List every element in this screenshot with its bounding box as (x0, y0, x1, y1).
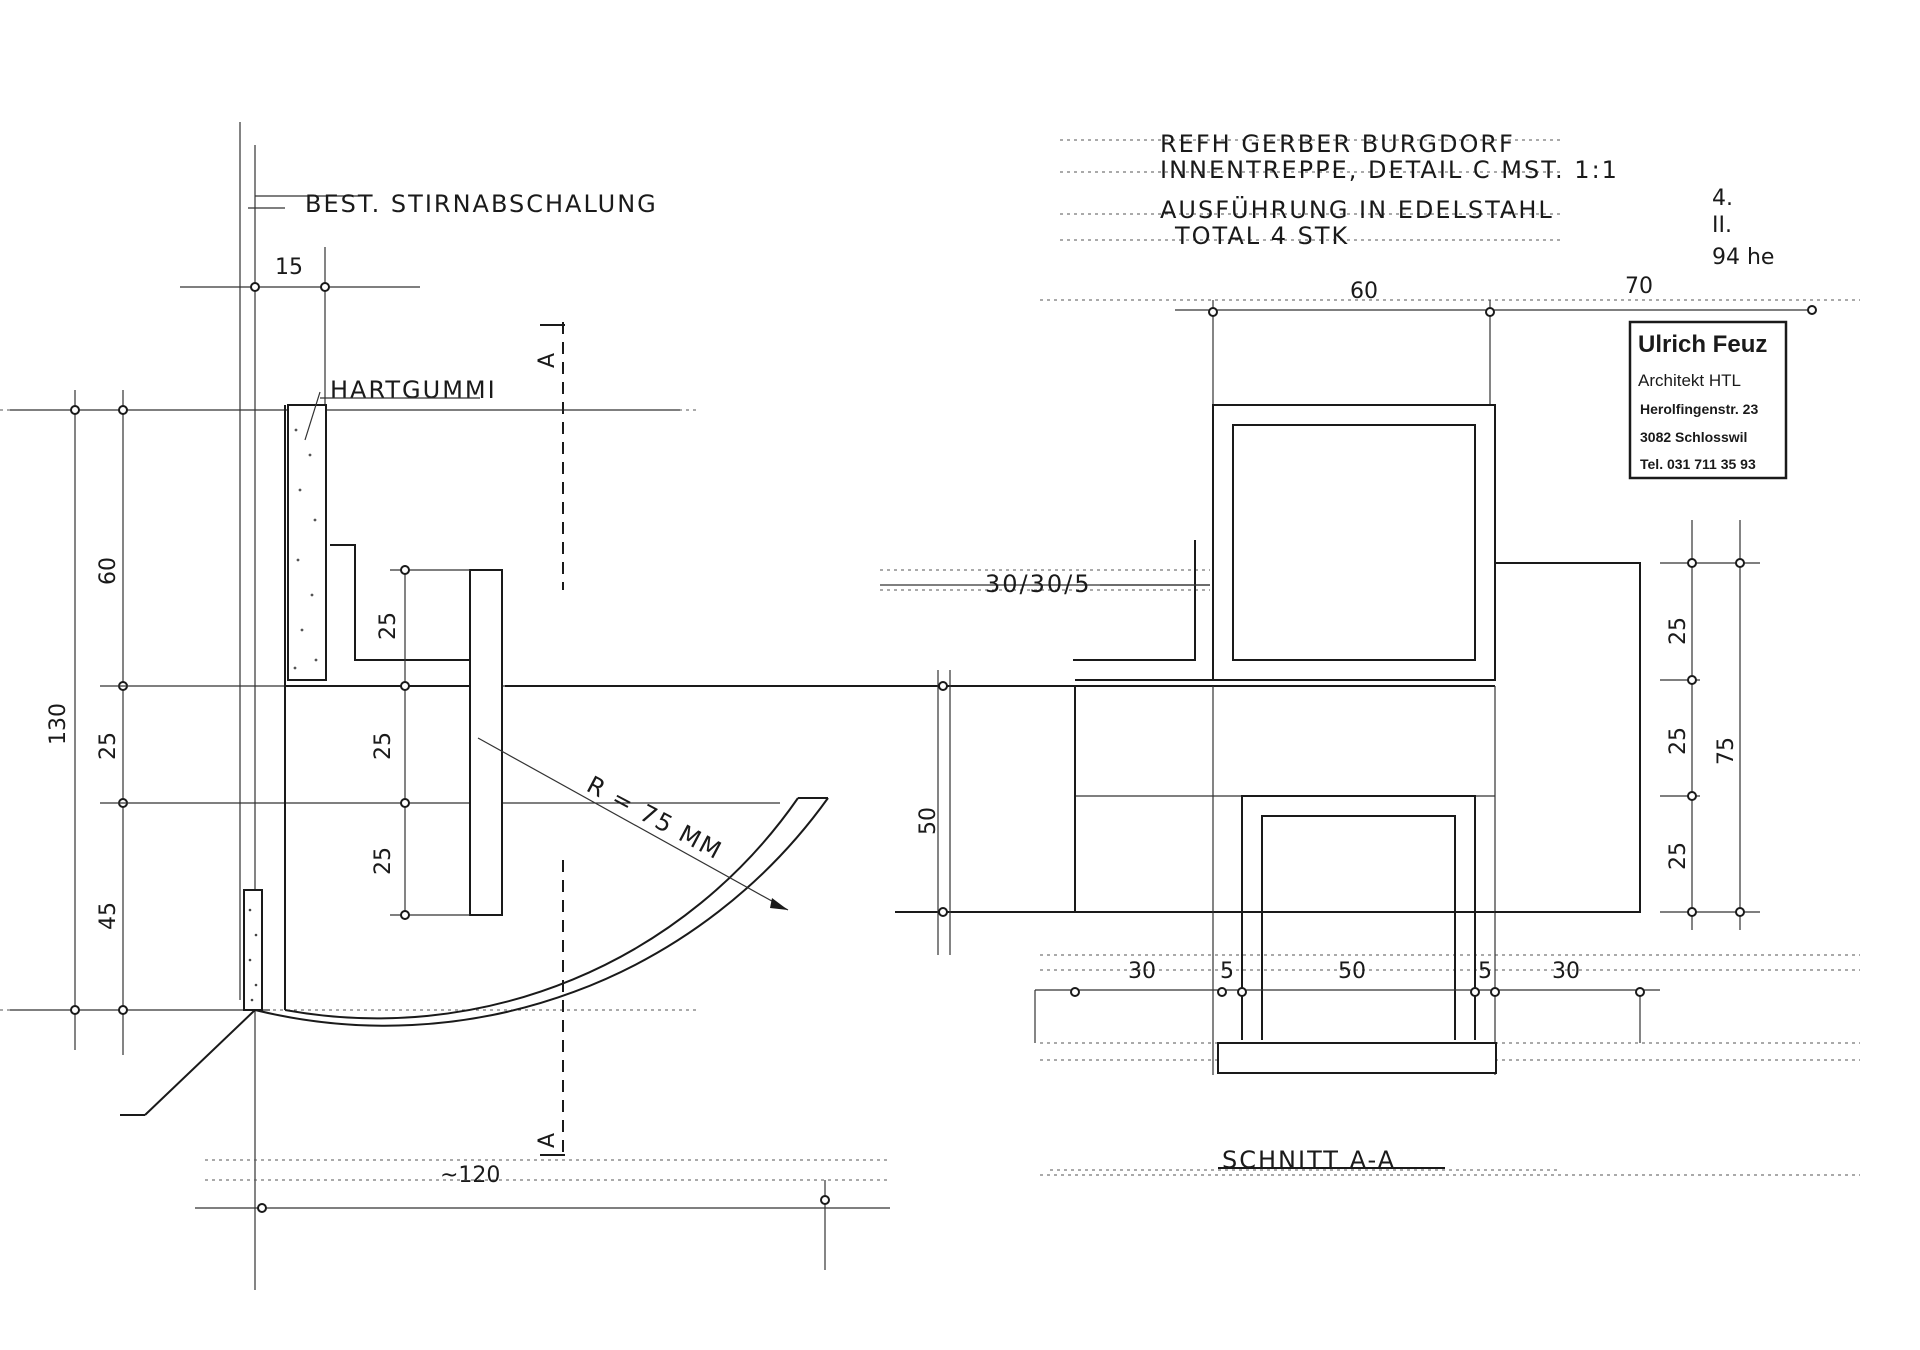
dim-top-15: 15 (275, 255, 303, 280)
label-hard-rubber: HARTGUMMI (330, 376, 497, 404)
label-profile: 30/30/5 (985, 570, 1092, 598)
dim-right-25a: 25 (1666, 617, 1691, 645)
dim-left-total: 130 (46, 703, 71, 745)
title-material: AUSFÜHRUNG IN EDELSTAHL (1160, 195, 1554, 224)
label-existing-fascia: BEST. STIRNABSCHALUNG (305, 190, 658, 218)
plan-detail: 130 60 25 45 BEST. STIRNABSCHALUNG 15 HA… (0, 122, 890, 1290)
title-detail: INNENTREPPE, DETAIL C MST. 1:1 (1160, 156, 1619, 184)
section-mark-a-bottom: A (535, 1133, 560, 1148)
title-project: REFH GERBER BURGDORF (1160, 130, 1515, 158)
dim-mid-25b: 25 (371, 732, 396, 760)
dim-mid-25a: 25 (376, 612, 401, 640)
label-radius: R = 75 MM (582, 771, 727, 866)
dim-sec-30b: 30 (1552, 959, 1580, 984)
dim-right-25c: 25 (1666, 842, 1691, 870)
stamp-profession: Architekt HTL (1638, 371, 1741, 390)
date-day: 4. (1712, 186, 1733, 211)
dim-right-75: 75 (1714, 737, 1739, 765)
date-month: II. (1712, 213, 1732, 238)
dim-bottom-120: ~120 (440, 1163, 500, 1188)
section-title: SCHNITT A-A (1222, 1146, 1396, 1174)
dim-mid-25c: 25 (371, 847, 396, 875)
dim-left-45: 45 (96, 902, 121, 930)
stamp-name: Ulrich Feuz (1638, 331, 1767, 358)
dim-sec-50v: 50 (916, 807, 941, 835)
stamp-phone: Tel. 031 711 35 93 (1640, 456, 1756, 472)
dim-sec-30a: 30 (1128, 959, 1156, 984)
dim-sec-60: 60 (1350, 279, 1378, 304)
dim-sec-5a: 5 (1220, 959, 1234, 984)
title-block: REFH GERBER BURGDORF INNENTREPPE, DETAIL… (1060, 130, 1774, 270)
stamp-city: 3082 Schlosswil (1640, 429, 1747, 445)
section-mark-a-top: A (535, 353, 560, 368)
stamp-street: Herolfingenstr. 23 (1640, 401, 1758, 417)
dim-right-25b: 25 (1666, 727, 1691, 755)
architect-stamp: Ulrich Feuz Architekt HTL Herolfingenstr… (1628, 320, 1788, 480)
title-quantity: TOTAL 4 STK (1174, 222, 1349, 250)
dim-left-25: 25 (96, 732, 121, 760)
dim-sec-50: 50 (1338, 959, 1366, 984)
date-year-initials: 94 he (1712, 245, 1774, 270)
section-detail: 60 70 30/30/5 50 (505, 274, 1860, 1176)
dim-sec-70: 70 (1625, 274, 1653, 299)
dim-sec-5b: 5 (1478, 959, 1492, 984)
dim-left-60: 60 (96, 557, 121, 585)
